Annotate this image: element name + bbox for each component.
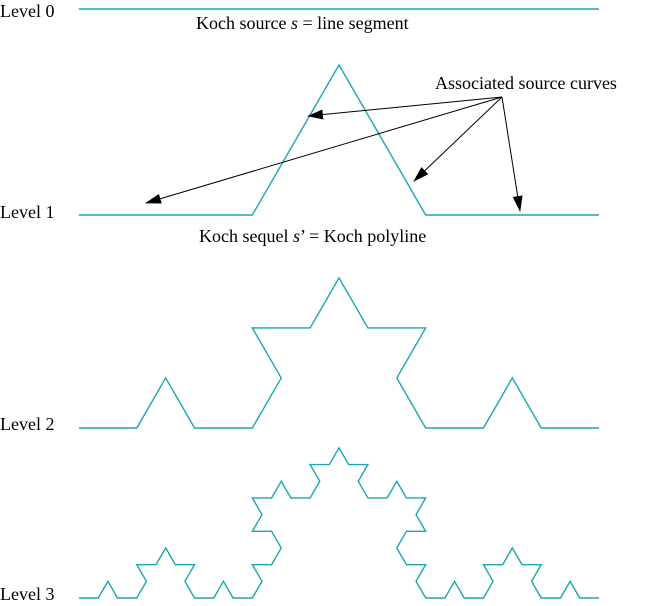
associated-source-curves-label: Associated source curves: [435, 73, 617, 93]
level-2-label: Level 2: [0, 414, 54, 434]
level-1-label: Level 1: [0, 202, 54, 222]
arrow-to-left-peak-edge: [307, 96, 503, 120]
level-1-curve: [79, 63, 599, 216]
arrow-to-right-peak-edge: [413, 96, 503, 182]
koch-source-caption: Koch source s = line segment: [196, 13, 409, 33]
level-0-label: Level 0: [0, 1, 54, 21]
level-3-curve: [79, 446, 599, 599]
arrow-to-left-segment: [145, 96, 503, 204]
level-2-curve: [79, 276, 599, 429]
level-3-label: Level 3: [0, 584, 54, 604]
arrow-to-right-segment: [501, 96, 523, 212]
koch-sequel-caption: Koch sequel s’ = Koch polyline: [199, 226, 426, 246]
